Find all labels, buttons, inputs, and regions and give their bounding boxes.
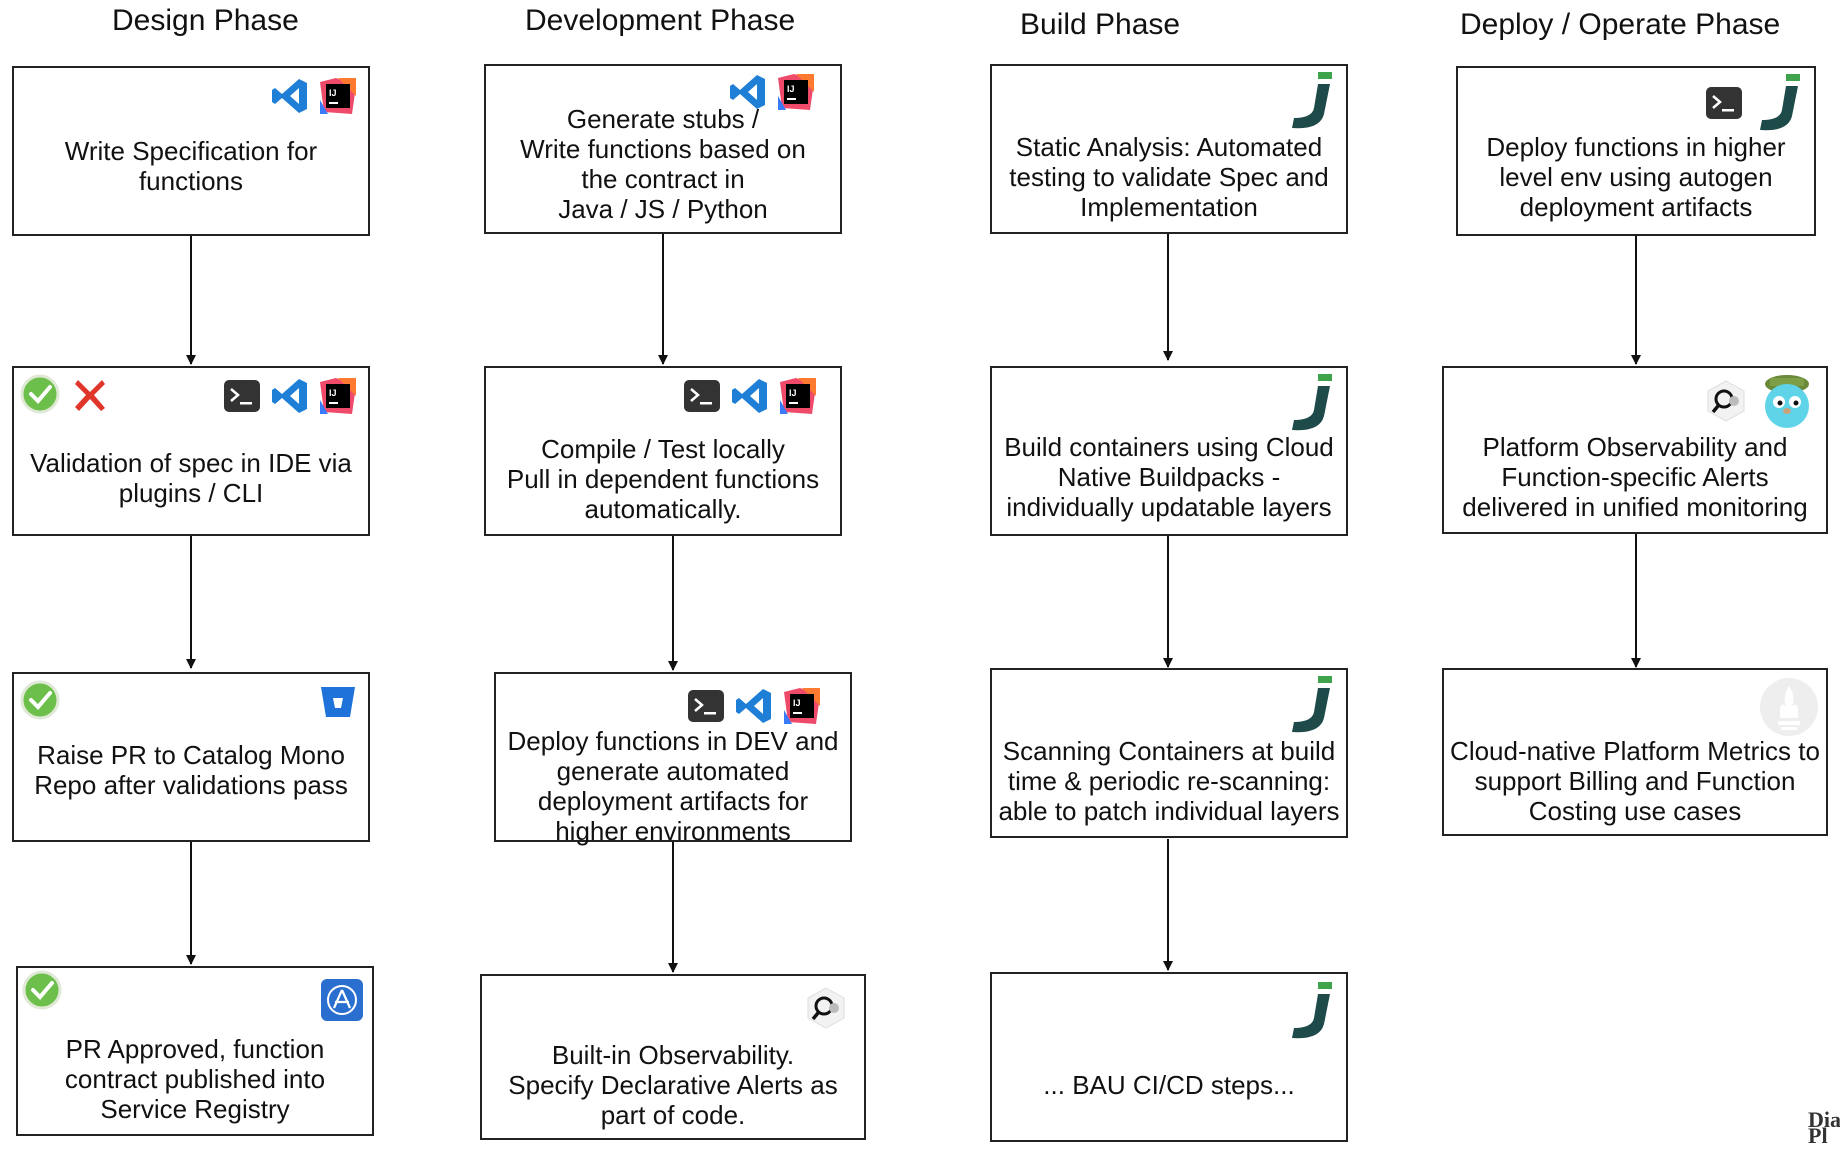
svg-text:IJ: IJ <box>789 388 797 398</box>
svg-text:IJ: IJ <box>787 84 795 94</box>
gopher-icon <box>1756 370 1818 432</box>
deploy-operate-phase-title: Deploy / Operate Phase <box>1460 8 1781 41</box>
design-box-3: Raise PR to Catalog Mono Repo after vali… <box>12 672 370 842</box>
build-step-3-text: Scanning Containers at build time & peri… <box>998 736 1340 826</box>
vscode-icon <box>270 76 310 116</box>
terminal-icon <box>1704 83 1744 123</box>
jenkins-x-icon <box>1284 980 1336 1042</box>
terminal-icon <box>682 376 722 416</box>
dev-step-1-text: Generate stubs / Write functions based o… <box>520 104 806 224</box>
vscode-icon <box>730 376 770 416</box>
deploy-box-3: Cloud-native Platform Metrics to support… <box>1442 668 1828 836</box>
design-phase-title: Design Phase <box>112 4 299 37</box>
svg-text:IJ: IJ <box>329 88 337 98</box>
dev-box-4: Built-in Observability. Specify Declarat… <box>480 974 866 1140</box>
terminal-icon <box>686 686 726 726</box>
jenkins-x-icon <box>1284 70 1336 132</box>
build-box-2: Build containers using Cloud Native Buil… <box>990 366 1348 536</box>
terminal-icon <box>222 376 262 416</box>
svg-text:IJ: IJ <box>793 698 801 708</box>
deploy-box-1: Deploy functions in higher level env usi… <box>1456 66 1816 236</box>
deploy-step-3-text: Cloud-native Platform Metrics to support… <box>1450 736 1820 826</box>
design-box-1: IJ Write Specification for functions <box>12 66 370 236</box>
intellij-icon: IJ <box>318 376 358 416</box>
vscode-icon <box>734 686 774 726</box>
deploy-box-2: Platform Observability and Function-spec… <box>1442 366 1828 534</box>
build-box-3: Scanning Containers at build time & peri… <box>990 668 1348 838</box>
dev-step-3-text: Deploy functions in DEV and generate aut… <box>507 726 839 846</box>
build-phase-title: Build Phase <box>1020 8 1181 41</box>
intellij-icon: IJ <box>782 686 822 726</box>
red-x-icon <box>70 374 110 414</box>
design-box-2: IJ Validation of spec in IDE via plugins… <box>12 366 370 536</box>
check-circle-icon <box>20 374 60 414</box>
dev-box-3: IJ Deploy functions in DEV and generate … <box>494 672 852 846</box>
prometheus-icon <box>1758 676 1820 738</box>
magnifier-icon <box>1704 379 1748 423</box>
svg-text:IJ: IJ <box>329 388 337 398</box>
development-phase-title: Development Phase <box>525 4 796 37</box>
jenkins-x-icon <box>1752 72 1804 134</box>
design-box-4: PR Approved, function contract published… <box>16 966 374 1136</box>
jenkins-x-icon <box>1284 674 1336 736</box>
intellij-icon: IJ <box>318 76 358 116</box>
deploy-step-1-text: Deploy functions in higher level env usi… <box>1486 132 1786 222</box>
design-step-4-text: PR Approved, function contract published… <box>64 1034 326 1124</box>
dev-step-2-text: Compile / Test locally Pull in dependent… <box>506 434 820 524</box>
build-step-1-text: Static Analysis: Automated testing to va… <box>1009 132 1329 222</box>
dev-box-1: IJ Generate stubs / Write functions base… <box>484 64 842 234</box>
build-step-2-text: Build containers using Cloud Native Buil… <box>1004 432 1334 522</box>
design-step-1-text: Write Specification for functions <box>64 136 318 196</box>
intellij-icon: IJ <box>778 376 818 416</box>
bitbucket-icon <box>318 682 358 722</box>
check-circle-icon <box>20 680 60 720</box>
build-box-4: ... BAU CI/CD steps... <box>990 972 1348 1142</box>
dev-step-4-text: Built-in Observability. Specify Declarat… <box>508 1040 838 1130</box>
app-store-icon <box>320 978 364 1022</box>
dev-box-2: IJ Compile / Test locally Pull in depend… <box>484 366 842 536</box>
jenkins-x-icon <box>1284 372 1336 434</box>
build-step-4-text: ... BAU CI/CD steps... <box>1043 1070 1295 1100</box>
intellij-icon: IJ <box>776 72 816 112</box>
design-step-3-text: Raise PR to Catalog Mono Repo after vali… <box>34 740 348 800</box>
design-step-2-text: Validation of spec in IDE via plugins / … <box>30 448 352 508</box>
vscode-icon <box>270 376 310 416</box>
magnifier-icon <box>804 986 848 1030</box>
watermark-logo: Dia Pl <box>1808 1107 1840 1148</box>
deploy-step-2-text: Platform Observability and Function-spec… <box>1462 432 1808 522</box>
vscode-icon <box>728 72 768 112</box>
check-circle-icon <box>22 970 62 1010</box>
build-box-1: Static Analysis: Automated testing to va… <box>990 64 1348 234</box>
